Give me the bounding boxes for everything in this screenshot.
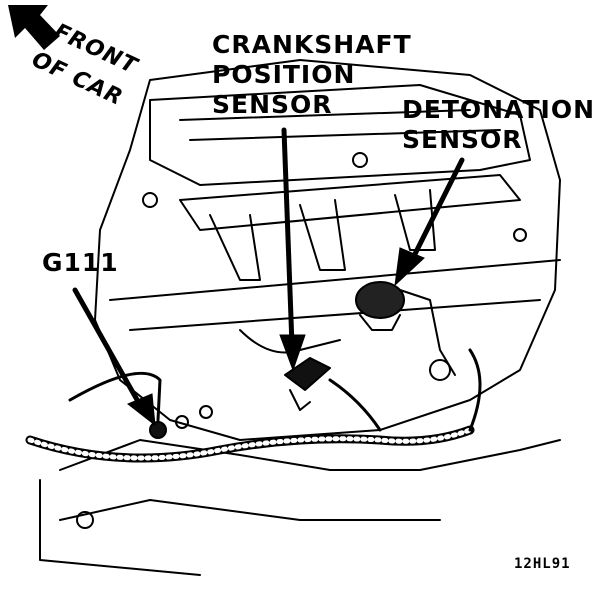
g111-ground-drawing <box>149 405 213 439</box>
crank-label-line1: CRANKSHAFT <box>212 30 412 59</box>
det-callout-arrowhead <box>394 247 425 287</box>
crank-callout-line <box>281 127 295 348</box>
valve-cover <box>149 84 531 186</box>
exhaust-manifold <box>179 174 521 231</box>
g111-callout-arrowhead <box>127 393 156 427</box>
figure-code: 12HL91 <box>514 556 571 572</box>
det-label-line2: SENSOR <box>402 125 523 154</box>
crank-label-line2: POSITION <box>212 60 356 89</box>
det-label-line1: DETONATION <box>402 95 595 124</box>
g111-label: G111 <box>42 248 119 277</box>
det-callout-line <box>409 157 465 263</box>
detonation-sensor-drawing <box>355 281 456 381</box>
crank-callout-arrowhead <box>279 334 306 372</box>
transmission <box>59 439 561 471</box>
crankshaft-sensor-drawing <box>284 357 331 411</box>
crank-label-line3: SENSOR <box>212 90 333 119</box>
engine-block-outline <box>94 59 561 441</box>
g111-callout-line <box>72 287 143 408</box>
front-arrow-icon <box>8 5 60 50</box>
